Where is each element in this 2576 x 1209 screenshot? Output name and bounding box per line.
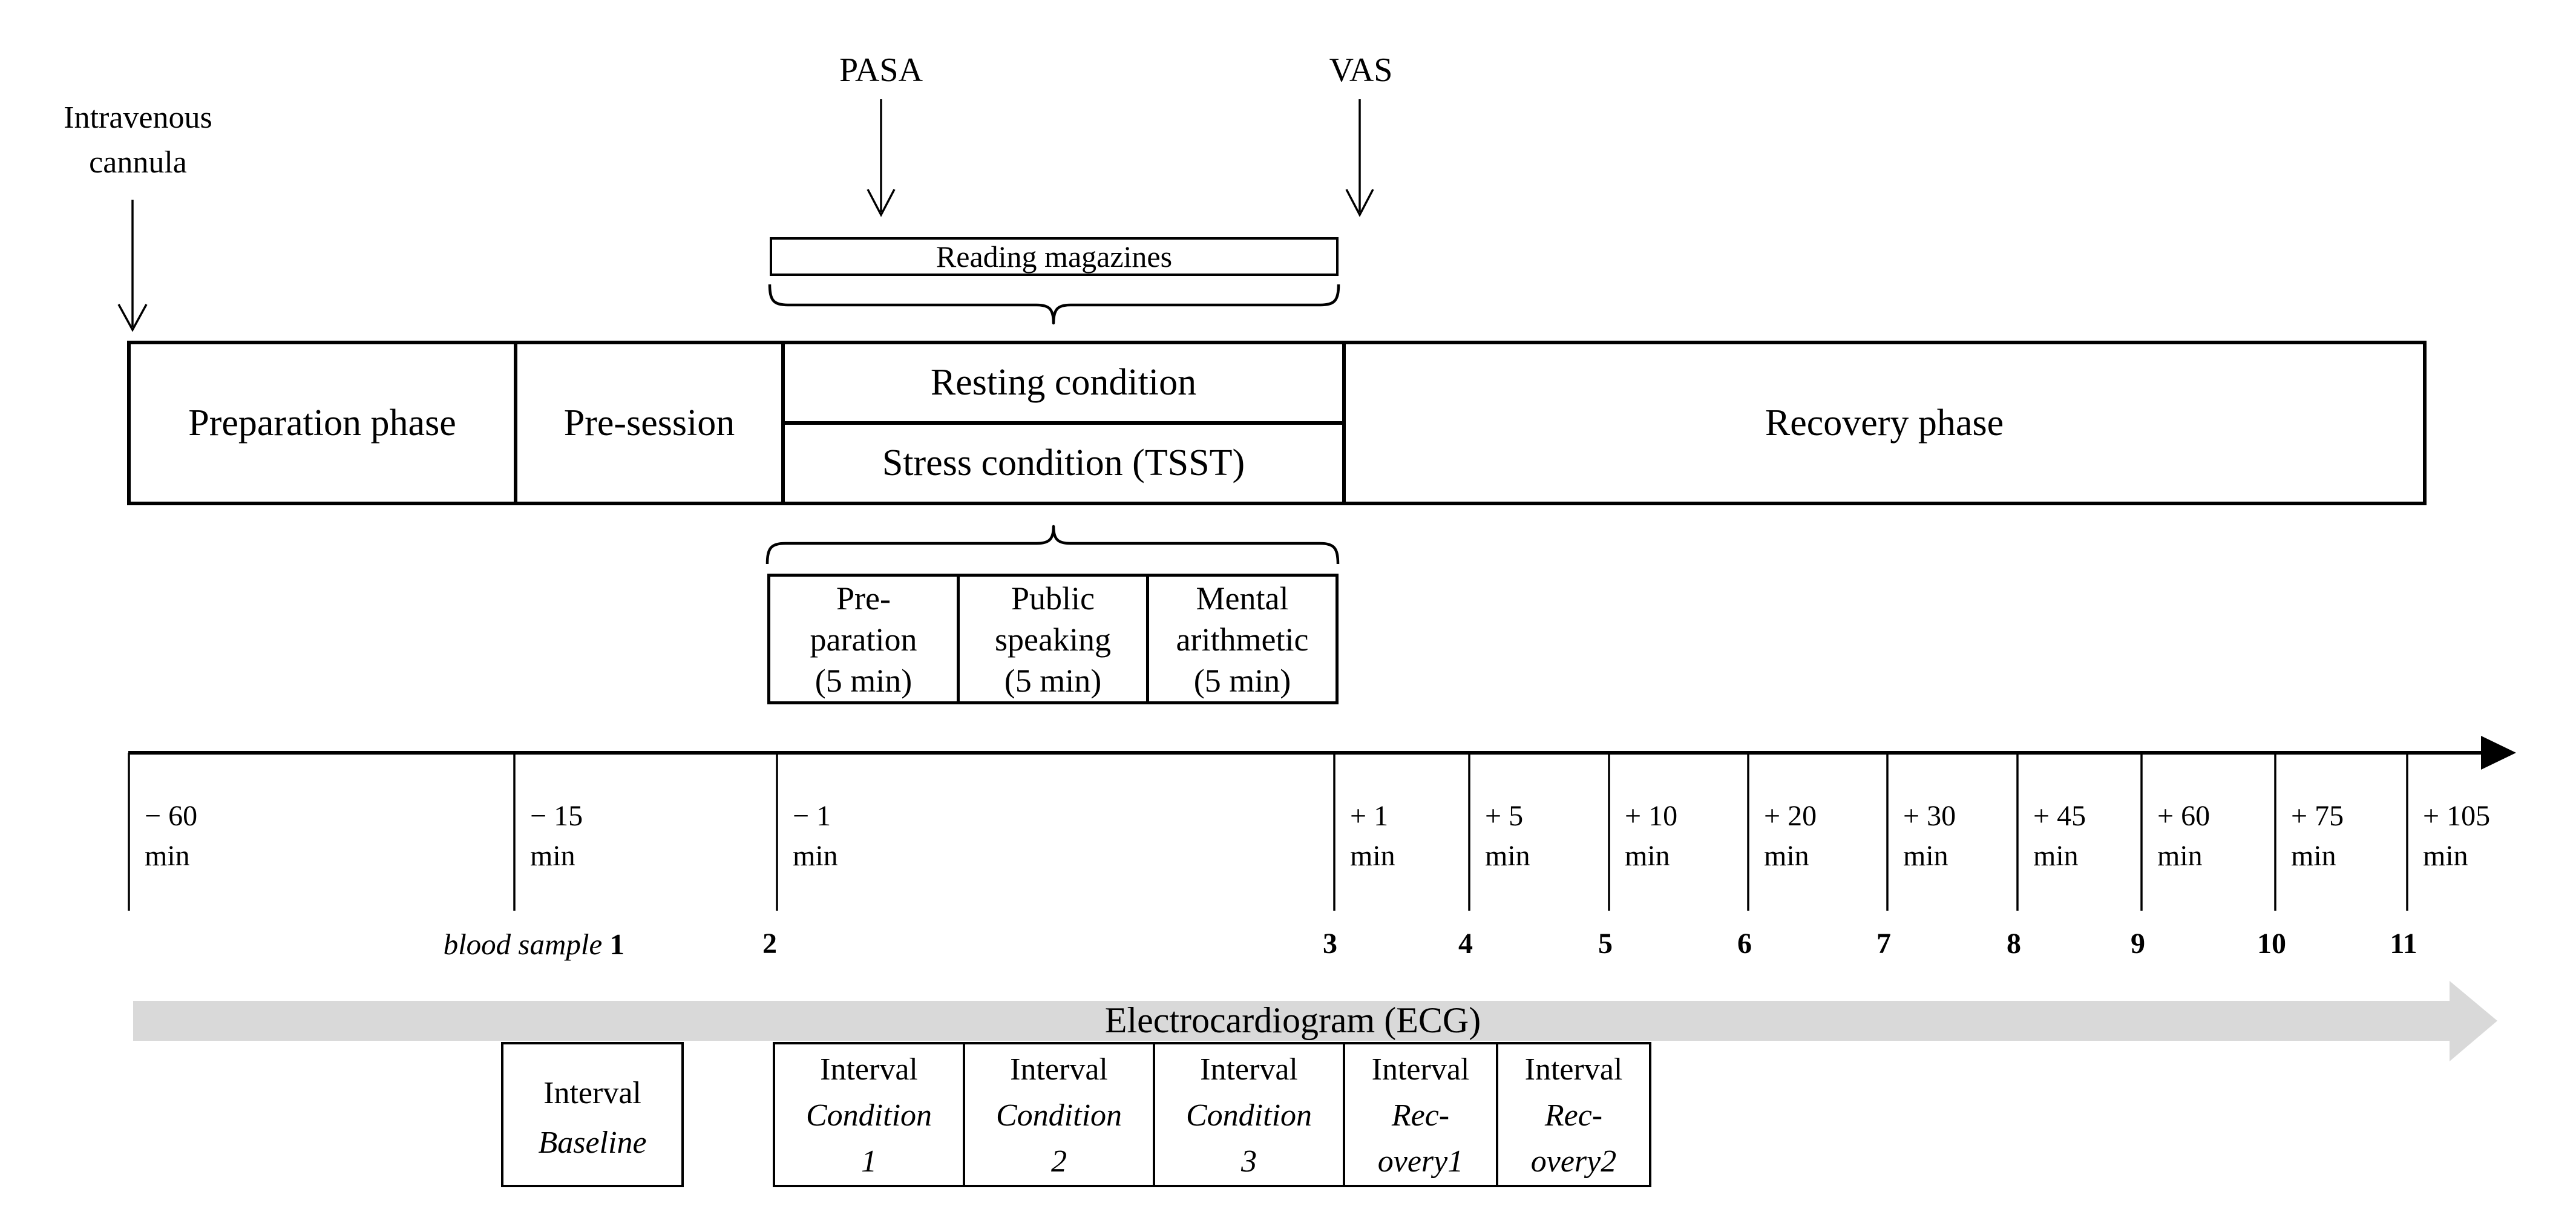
phase-row: Preparation phase Pre-session Resting co… — [127, 341, 2427, 505]
tsst-box-line: Mental — [1196, 580, 1289, 617]
stress-condition-box: Stress condition (TSST) — [882, 442, 1245, 483]
tsst-subtask-row: Pre- paration (5 min) Public speaking (5… — [767, 574, 1339, 704]
blood-sample-number-9: 9 — [2131, 928, 2145, 960]
iv-cannula-label: Intravenous cannula — [47, 96, 229, 185]
blood-sample-legend: blood sample 1 — [363, 927, 624, 962]
ecg-arrowhead-icon — [2450, 981, 2497, 1061]
tsst-preparation-box: Pre- paration (5 min) — [770, 577, 957, 701]
tsst-public-speaking-box: Public speaking (5 min) — [957, 577, 1146, 701]
reading-magazines-label: Reading magazines — [936, 240, 1173, 274]
pasa-label: PASA — [839, 51, 923, 89]
tsst-box-line: Pre- — [836, 580, 891, 617]
ecg-label: Electrocardiogram (ECG) — [1104, 1000, 1481, 1040]
blood-sample-number-8: 8 — [2007, 928, 2021, 960]
interval-recovery1-box: Interval Rec- overy1 — [1343, 1044, 1496, 1185]
iv-cannula-arrow-icon — [117, 200, 148, 332]
blood-sample-number-5: 5 — [1598, 928, 1613, 960]
iv-cannula-label-line2: cannula — [89, 145, 187, 180]
pasa-arrow-icon — [867, 99, 896, 217]
interval-row: Interval Condition 1 Interval Condition … — [773, 1042, 1651, 1187]
blood-sample-number-3: 3 — [1323, 928, 1337, 960]
recovery-phase-box: Recovery phase — [1342, 344, 2423, 502]
blood-sample-number-2: 2 — [762, 928, 777, 960]
blood-sample-number-4: 4 — [1458, 928, 1473, 960]
reading-brace — [768, 284, 1340, 325]
tsst-box-line: paration — [810, 621, 917, 658]
blood-sample-label: blood sample — [443, 928, 603, 961]
interval-box-line: Baseline — [538, 1125, 647, 1160]
interval-condition3-box: Interval Condition 3 — [1153, 1044, 1343, 1185]
tsst-box-line: (5 min) — [1193, 663, 1291, 699]
interval-condition1-box: Interval Condition 1 — [805, 1052, 932, 1179]
iv-cannula-label-line1: Intravenous — [64, 100, 212, 135]
blood-sample-number-1: 1 — [609, 928, 625, 961]
interval-box-line: Interval — [543, 1076, 641, 1110]
tsst-box-line: speaking — [995, 621, 1111, 658]
blood-sample-number-10: 10 — [2257, 928, 2286, 960]
vas-label: VAS — [1329, 51, 1393, 89]
tsst-box-line: (5 min) — [814, 663, 913, 699]
timeline-arrowhead-icon — [2481, 736, 2516, 770]
pre-session-box: Pre-session — [514, 344, 781, 502]
tsst-brace — [765, 525, 1340, 565]
blood-sample-number-6: 6 — [1737, 928, 1752, 960]
reading-magazines-box: Reading magazines — [770, 237, 1339, 276]
tsst-box-line: (5 min) — [1004, 663, 1102, 699]
tsst-box-line: Public — [1011, 580, 1095, 617]
ecg-band — [133, 1001, 2453, 1041]
timeline-axis — [128, 736, 2516, 911]
condition-stack: Resting condition Stress condition (TSST… — [781, 344, 1342, 502]
tsst-box-line: arithmetic — [1176, 621, 1309, 658]
interval-baseline-box: Interval Baseline — [501, 1042, 684, 1187]
blood-sample-number-11: 11 — [2390, 928, 2417, 960]
blood-sample-number-7: 7 — [1876, 928, 1891, 960]
vas-arrow-icon — [1345, 99, 1374, 217]
interval-recovery2-box: Interval Rec- overy2 — [1496, 1044, 1649, 1185]
interval-condition2-box: Interval Condition 2 — [963, 1044, 1153, 1185]
resting-condition-box: Resting condition — [785, 344, 1342, 425]
tsst-mental-arithmetic-box: Mental arithmetic (5 min) — [1146, 577, 1336, 701]
preparation-phase-box: Preparation phase — [188, 402, 456, 444]
